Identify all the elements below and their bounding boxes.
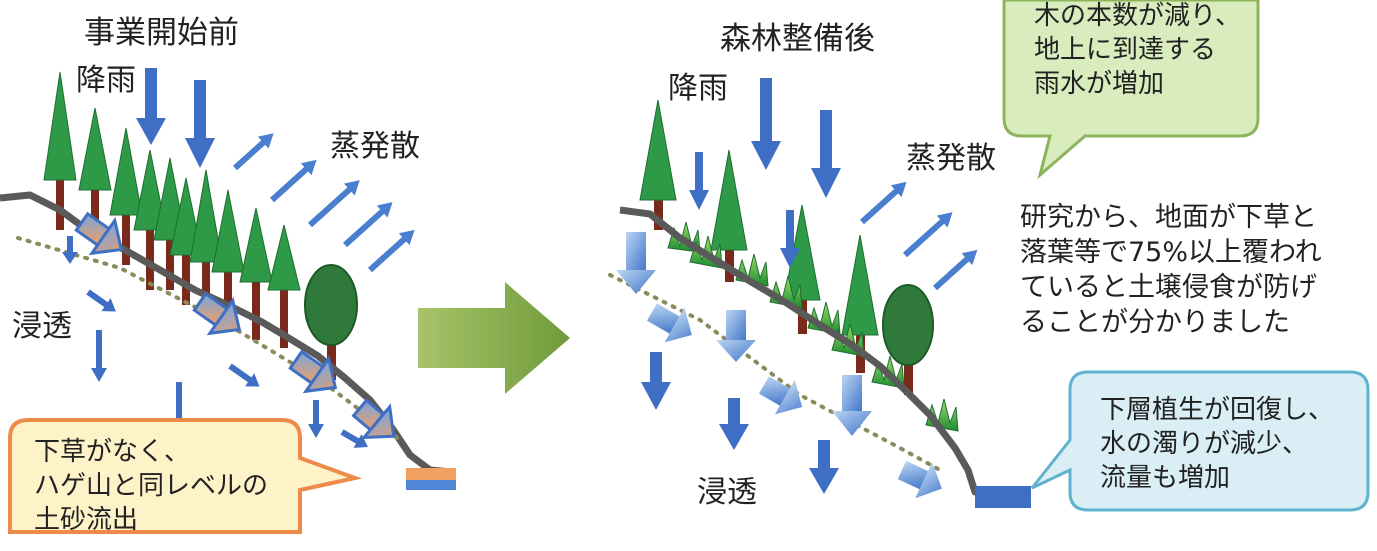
tree-icon xyxy=(43,71,77,230)
research-note-line: ていると土壌侵食が防げ xyxy=(1020,272,1317,304)
rain-arrow-icon xyxy=(86,289,116,312)
after-bottom-callout-line: 流量も増加 xyxy=(1100,462,1231,493)
before-forest xyxy=(43,71,358,380)
before-rain-label: 降雨 xyxy=(76,63,136,98)
rain-arrow-icon xyxy=(780,210,800,268)
rain-arrow-icon xyxy=(308,400,324,438)
before-rain xyxy=(136,68,215,168)
after-bottom-callout-bubble xyxy=(1030,370,1370,512)
after-top-callout-line: 雨水が増加 xyxy=(1034,68,1165,99)
rain-arrow-icon xyxy=(809,440,839,494)
rain-arrow-icon xyxy=(136,68,166,145)
runoff-arrow-icon xyxy=(288,349,338,394)
callout-shapes xyxy=(8,0,1370,534)
after-deep-infiltration xyxy=(641,352,839,494)
before-callout: 下草がなく、 ハゲ山と同レベルの 土砂流出 xyxy=(12,422,312,551)
runoff-arrow-icon xyxy=(351,398,396,440)
runoff-arrow-icon xyxy=(74,211,124,256)
rain-arrow-icon xyxy=(91,330,107,382)
after-top-callout: 木の本数が減り、 地上に到達する 雨水が増加 xyxy=(1012,0,1258,115)
rain-arrow-icon xyxy=(228,363,260,387)
runoff-arrow-icon xyxy=(832,375,872,436)
evaporation-arrow-icon xyxy=(342,202,393,248)
before-callout-line: ハゲ山と同レベルの xyxy=(34,470,269,501)
rain-arrow-icon xyxy=(751,78,781,170)
runoff-arrow-icon xyxy=(647,303,692,343)
after-outflow xyxy=(975,486,1031,508)
evaporation-arrow-icon xyxy=(932,249,978,291)
rain-arrow-icon xyxy=(689,152,709,210)
runoff-arrow-icon xyxy=(616,232,656,294)
after-infiltration-label: 浸透 xyxy=(697,475,757,510)
research-note: 研究から、地面が下草と 落葉等で75%以上覆われ ていると土壌侵食が防げ ること… xyxy=(1020,200,1322,340)
after-scene xyxy=(608,78,1031,508)
rain-arrow-icon xyxy=(641,352,671,410)
before-evapotranspiration xyxy=(232,133,415,273)
tree-icon xyxy=(639,99,677,230)
rain-arrow-icon xyxy=(62,236,78,264)
tree-icon xyxy=(211,189,245,332)
tree-icon xyxy=(78,107,112,238)
after-rain-label: 降雨 xyxy=(668,71,728,106)
after-rain xyxy=(689,78,841,268)
before-infiltration-label: 浸透 xyxy=(12,309,72,344)
after-top-callout-line: 木の本数が減り、 xyxy=(1034,1,1241,31)
research-note-line: 研究から、地面が下草と xyxy=(1020,202,1317,233)
before-scene xyxy=(0,68,456,490)
evaporation-arrow-icon xyxy=(269,159,317,203)
research-note-line: 落葉等で75%以上覆われ xyxy=(1020,237,1322,269)
rain-arrow-icon xyxy=(811,110,841,198)
tree-icon xyxy=(133,149,167,290)
runoff-arrow-icon xyxy=(192,291,242,336)
research-note-line: ることが分かりました xyxy=(1020,307,1290,339)
after-top-callout-line: 地上に到達する xyxy=(1034,34,1217,65)
before-title: 事業開始前 xyxy=(84,15,239,51)
rain-arrow-icon xyxy=(340,429,368,448)
runoff-arrow-icon xyxy=(716,310,756,362)
tree-icon xyxy=(189,169,223,310)
after-bottom-callout: 下層植生が回復し、 水の濁りが減少、 流量も増加 xyxy=(1078,380,1368,509)
after-evapotranspiration xyxy=(859,181,978,291)
tree-icon xyxy=(267,224,301,348)
evaporation-arrow-icon xyxy=(859,181,907,225)
transition-arrow-icon xyxy=(418,282,570,394)
after-bottom-callout-line: 下層植生が回復し、 xyxy=(1100,395,1335,425)
rain-arrow-icon xyxy=(719,398,749,450)
before-callout-line: 下草がなく、 xyxy=(34,437,191,467)
after-infiltration xyxy=(616,232,942,499)
tree-icon xyxy=(239,207,273,340)
round-tree-icon xyxy=(882,284,934,395)
after-bottom-callout-line: 水の濁りが減少、 xyxy=(1100,428,1309,459)
evaporation-arrow-icon xyxy=(902,212,953,258)
before-runoff xyxy=(74,211,396,440)
after-top-callout-bubble xyxy=(1002,0,1260,180)
tree-icon xyxy=(109,127,143,265)
evaporation-arrow-icon xyxy=(367,229,415,273)
round-tree-icon xyxy=(304,264,358,380)
after-slope xyxy=(619,206,1030,496)
before-outflow-water xyxy=(406,480,456,490)
tree-icon xyxy=(710,149,748,282)
before-callout-line: 土砂流出 xyxy=(34,504,139,535)
after-title: 森林整備後 xyxy=(720,21,875,57)
after-evapotranspiration-label: 蒸発散 xyxy=(906,141,996,176)
rain-arrow-icon xyxy=(185,80,215,168)
before-callout-bubble xyxy=(8,418,363,534)
evaporation-arrow-icon xyxy=(307,180,360,228)
runoff-arrow-icon xyxy=(897,460,942,499)
before-evapotranspiration-label: 蒸発散 xyxy=(330,129,420,164)
evaporation-arrow-icon xyxy=(232,133,274,171)
tree-icon xyxy=(169,177,203,305)
runoff-arrow-icon xyxy=(759,376,803,415)
